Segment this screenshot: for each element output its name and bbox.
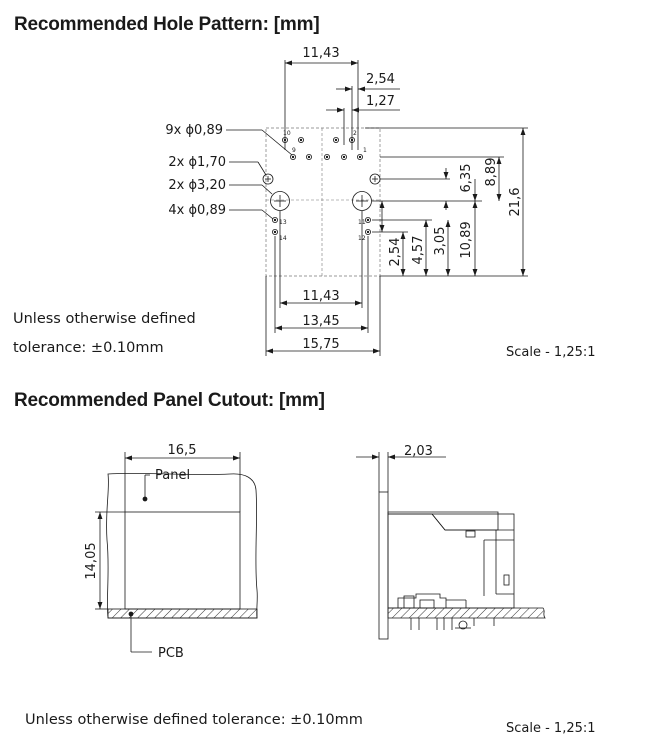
hole-pattern-title: Recommended Hole Pattern: [mm] xyxy=(14,14,320,35)
dim-top-width: 11,43 xyxy=(302,46,339,61)
dim-2-54: 2,54 xyxy=(388,238,403,267)
dim-panel-depth: 2,03 xyxy=(404,444,433,459)
hole-pattern-scale: Scale - 1,25:1 xyxy=(506,345,596,360)
dim-10-89: 10,89 xyxy=(459,221,474,258)
callout-2x-large-holes: 2x ϕ3,20 xyxy=(168,178,226,193)
callout-9x-holes: 9x ϕ0,89 xyxy=(165,123,223,138)
panel-cutout-title: Recommended Panel Cutout: [mm] xyxy=(14,390,325,411)
panel-cutout-tolerance: Unless otherwise defined tolerance: ±0.1… xyxy=(25,712,363,728)
dim-bottom-15-75: 15,75 xyxy=(302,337,339,352)
label-panel: Panel xyxy=(155,468,190,483)
dim-bottom-13-45: 13,45 xyxy=(302,314,339,329)
dim-3-05: 3,05 xyxy=(433,227,448,256)
panel-cutout-side-view xyxy=(356,452,546,640)
dim-21-6: 21,6 xyxy=(508,188,523,217)
led-pin-holes xyxy=(271,216,371,235)
dim-pitch-2: 2,54 xyxy=(366,72,395,87)
hole-pattern-drawing xyxy=(226,60,528,356)
hole-pattern-tolerance-line1: Unless otherwise defined xyxy=(13,311,196,327)
dim-bottom-11-43: 11,43 xyxy=(302,289,339,304)
dim-6-35: 6,35 xyxy=(459,164,474,193)
pin-number-12: 12 xyxy=(358,235,366,242)
dim-cutout-width: 16,5 xyxy=(168,443,197,458)
dim-8-89: 8,89 xyxy=(484,158,499,187)
panel-cutout-front-view xyxy=(95,452,258,653)
hole-pattern-tolerance-line2: tolerance: ±0.10mm xyxy=(13,340,164,356)
large-mounting-hole-left xyxy=(270,191,290,211)
dim-pitch-1: 1,27 xyxy=(366,94,395,109)
pin-number-13: 13 xyxy=(279,219,287,226)
pin-number-1: 1 xyxy=(363,147,367,154)
callout-4x-holes: 4x ϕ0,89 xyxy=(168,203,226,218)
signal-pin-holes xyxy=(281,136,363,160)
label-pcb: PCB xyxy=(158,646,184,661)
dim-cutout-height: 14,05 xyxy=(84,542,99,579)
small-mounting-hole-left xyxy=(262,173,274,185)
pin-number-14: 14 xyxy=(279,235,287,242)
large-mounting-hole-right xyxy=(352,191,372,211)
dim-4-57: 4,57 xyxy=(411,236,426,265)
panel-cutout-scale: Scale - 1,25:1 xyxy=(506,721,596,736)
pin-number-10: 10 xyxy=(283,130,291,137)
callout-2x-small-holes: 2x ϕ1,70 xyxy=(168,155,226,170)
pin-number-9: 9 xyxy=(292,147,296,154)
pin-number-2: 2 xyxy=(353,130,357,137)
pin-number-11: 11 xyxy=(358,219,366,226)
